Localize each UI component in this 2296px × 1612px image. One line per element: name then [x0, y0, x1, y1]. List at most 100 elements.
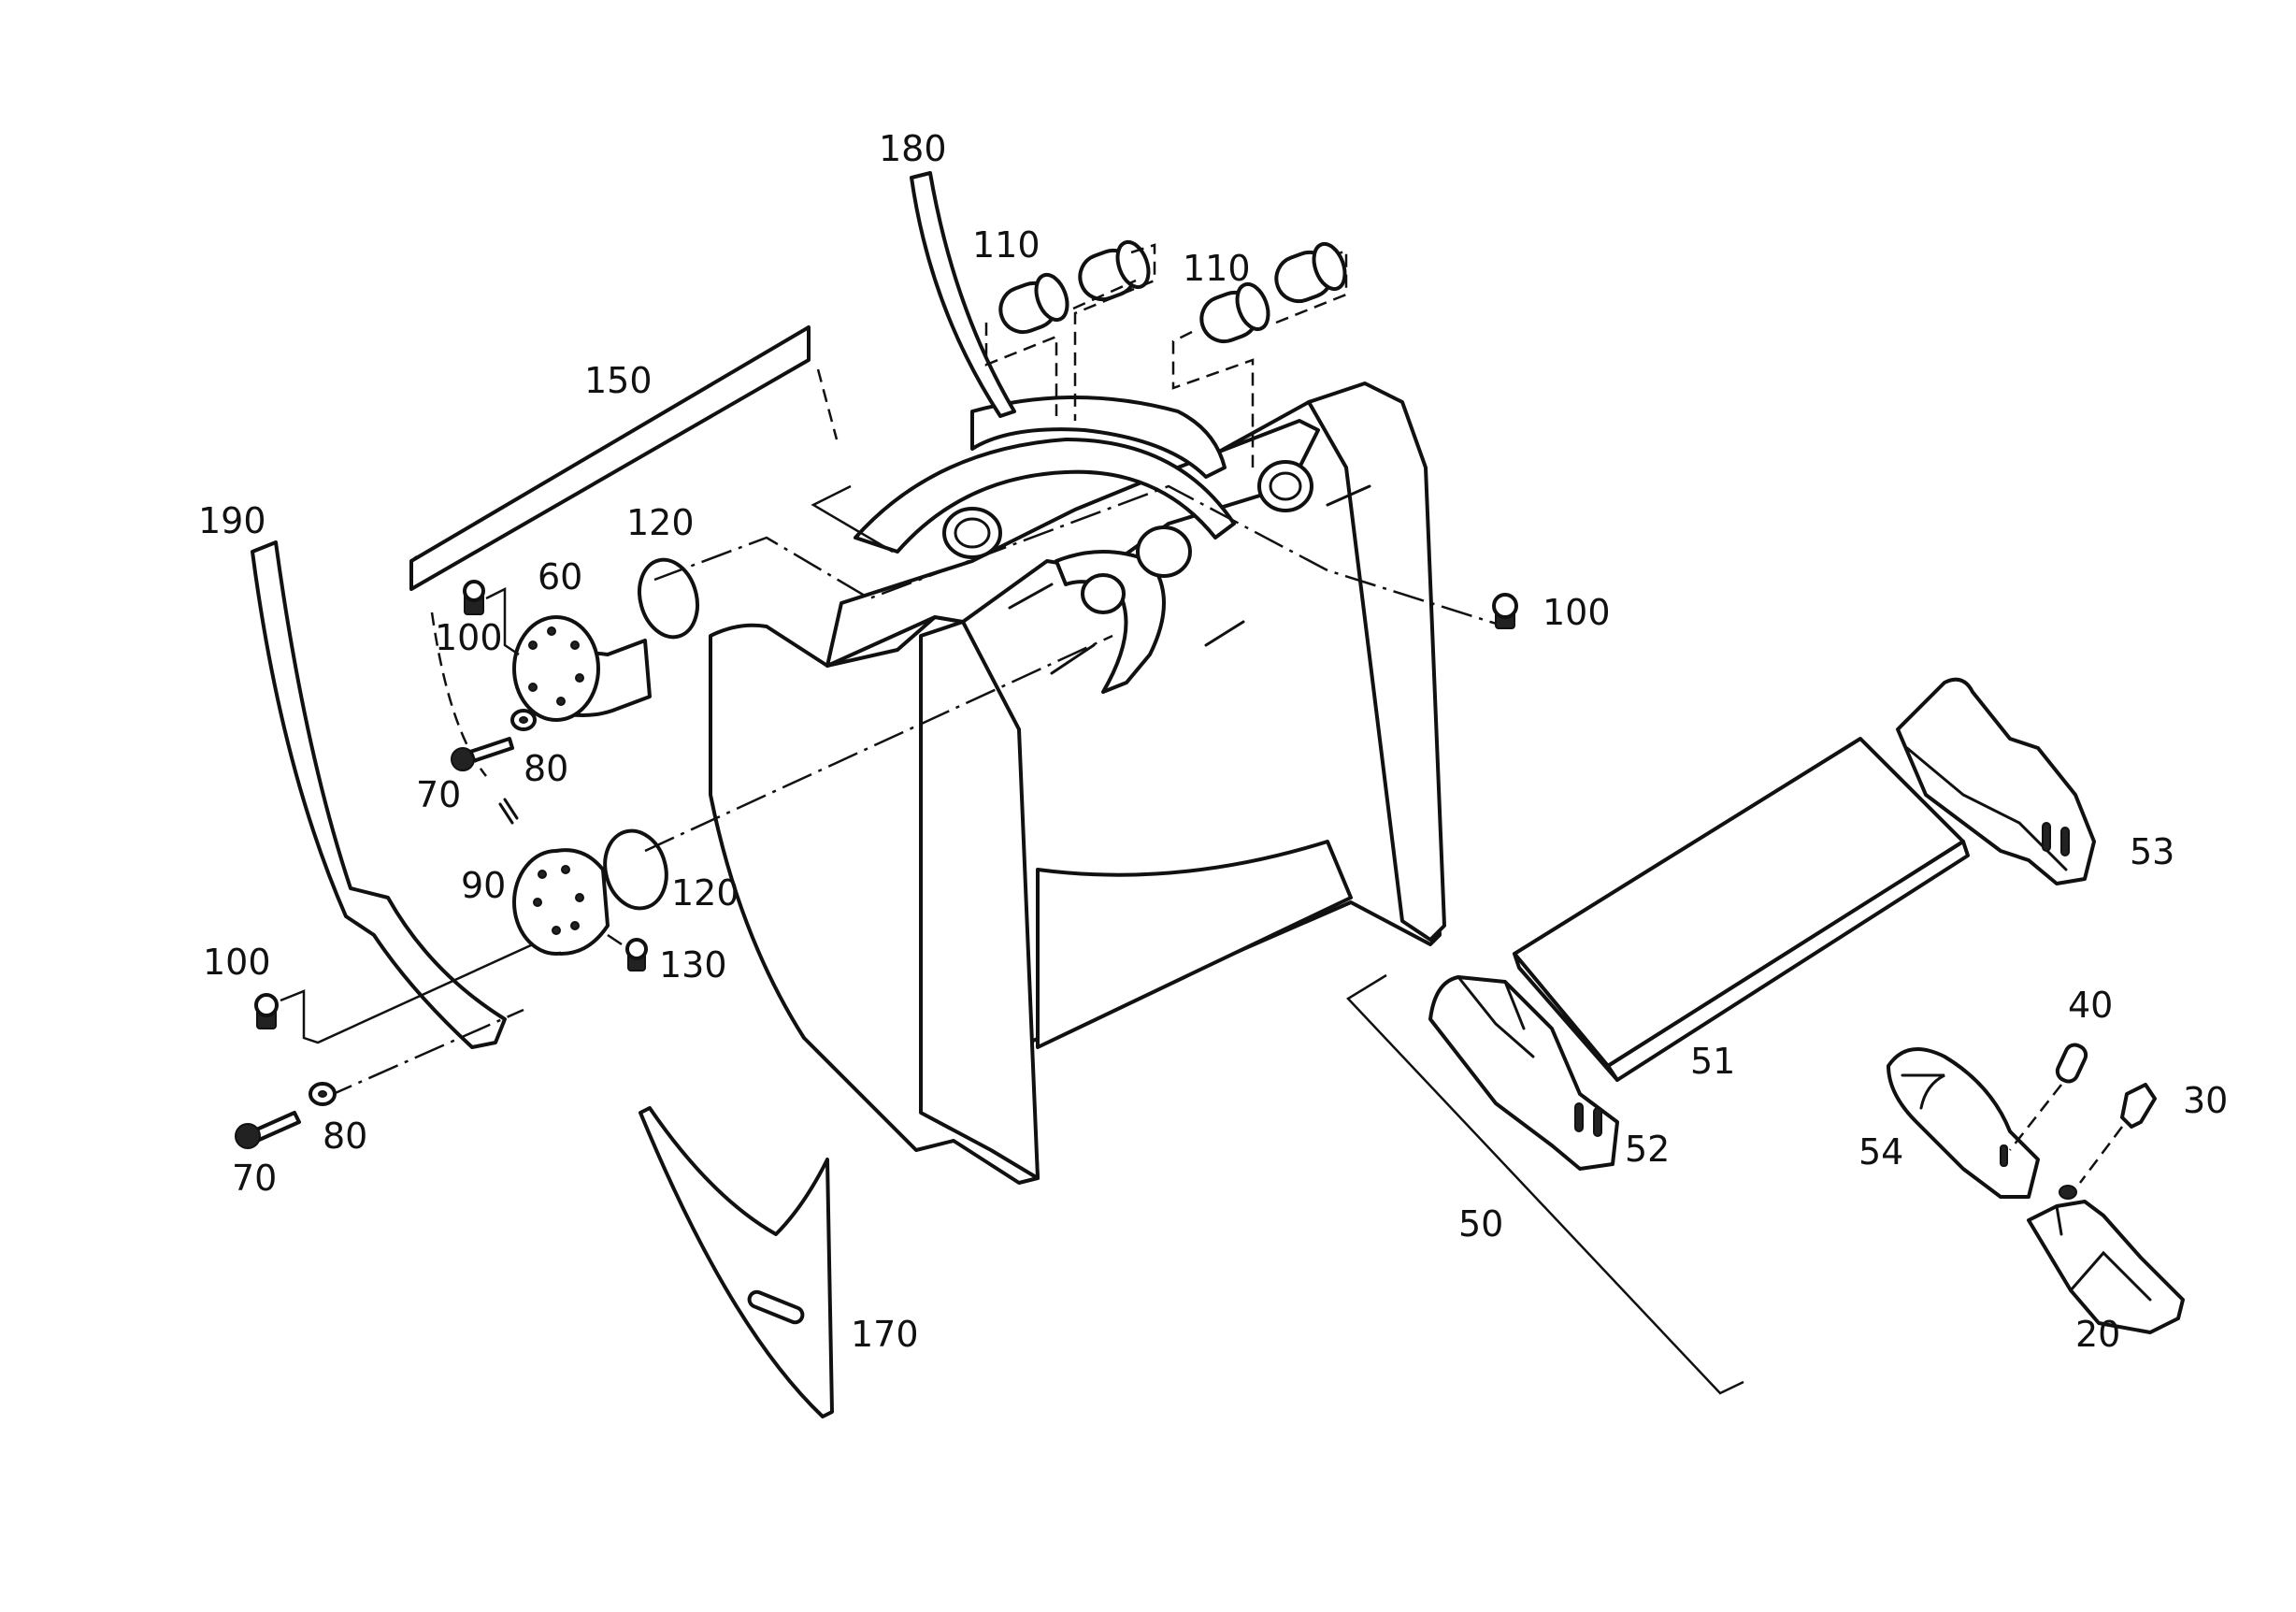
- pin-bore-2: [1136, 525, 1192, 578]
- nipple-100-right: [1492, 593, 1518, 619]
- cap-90-side: [554, 848, 610, 956]
- label-60: 60: [538, 556, 582, 597]
- part-20-shape: [2027, 1200, 2185, 1334]
- lower-pin-assembly: 90 120 130 100 80 70: [203, 634, 1113, 1199]
- part-150-shape: [409, 325, 811, 591]
- part-30-retainer: 30: [2079, 1080, 2228, 1184]
- lower-pin-axis: [322, 634, 1113, 1101]
- label-120-lower: 120: [671, 872, 739, 914]
- label-51: 51: [1690, 1041, 1735, 1082]
- pin-bore-3: [1257, 460, 1313, 512]
- pin-60-hole-4: [575, 673, 584, 683]
- part-51-side: [1606, 840, 1970, 1082]
- part-170-slot: [747, 1289, 805, 1325]
- part-52-adapter: 52: [1428, 975, 1670, 1171]
- part-40-pin: 40: [2009, 985, 2113, 1151]
- label-80-upper: 80: [524, 748, 568, 789]
- bushing-110-left-guides: [984, 243, 1156, 421]
- label-90: 90: [461, 865, 506, 906]
- bushing-110-right-guides: [1171, 249, 1348, 468]
- part-51-edge: 51: [1513, 737, 1970, 1082]
- cap-90-hole-4: [575, 893, 584, 902]
- part-54-slot: [2000, 1144, 2008, 1167]
- label-50: 50: [1458, 1203, 1503, 1245]
- label-70-lower: 70: [232, 1158, 277, 1199]
- part-54-adapter: 54: [1858, 1047, 2040, 1199]
- label-100-upper: 100: [435, 617, 503, 658]
- bushing-110-a1-end: [1034, 272, 1069, 323]
- part-30-guide: [2079, 1126, 2123, 1184]
- part-52-slot-2: [1593, 1107, 1602, 1137]
- cap-90-hole-2: [561, 865, 570, 874]
- label-70-upper: 70: [416, 774, 461, 815]
- bracket-50: [1346, 973, 1744, 1395]
- part-180-strip: 180: [879, 128, 1016, 418]
- label-40: 40: [2068, 985, 2113, 1026]
- bushing-110-b2-end: [1312, 241, 1347, 292]
- part-40-shape: [2055, 1043, 2088, 1084]
- part-170-cutter: 170: [639, 1106, 919, 1418]
- label-170: 170: [851, 1314, 919, 1355]
- part-20-lines: [2055, 1204, 2152, 1302]
- label-130: 130: [659, 944, 727, 986]
- pin-60-hole-5: [556, 697, 566, 706]
- part-100-right: 100: [1492, 592, 1611, 633]
- upper-break-marks: [498, 798, 519, 825]
- part-20-tooth: 20: [2027, 1185, 2185, 1355]
- pin-bore-1: [942, 507, 1002, 559]
- pin-60-hole-1: [528, 640, 538, 650]
- label-180: 180: [879, 128, 947, 169]
- bucket-detail-lines: [1008, 484, 1371, 675]
- label-20: 20: [2075, 1314, 2120, 1355]
- upper-pin-leader: [811, 484, 894, 554]
- part-53-slot-1: [2042, 822, 2051, 852]
- part-52-slot-1: [1574, 1102, 1584, 1132]
- pin-60-hole-6: [528, 683, 538, 692]
- upper-arc-guide: [430, 612, 487, 777]
- washer-80-lower-hole: [318, 1090, 327, 1098]
- part-40-guide: [2009, 1084, 2062, 1151]
- nipple-100-upper-head: [463, 580, 485, 602]
- part-20-hole: [2059, 1185, 2077, 1200]
- label-80-lower: 80: [323, 1115, 367, 1157]
- nipple-100-lower-leader: [280, 943, 534, 1044]
- part-30-shape: [2120, 1083, 2157, 1129]
- label-53: 53: [2130, 831, 2174, 872]
- hinge-lug-top: [970, 396, 1227, 479]
- part-53-slot-2: [2060, 827, 2070, 856]
- pin-bore-4: [1081, 573, 1126, 614]
- part-180-shape: [910, 171, 1016, 418]
- part-54-notch: [1901, 1073, 1945, 1110]
- label-30: 30: [2183, 1080, 2228, 1121]
- part-150-edge: [409, 555, 418, 563]
- oring-120-upper: [638, 557, 699, 640]
- pin-bore-1-inner: [954, 517, 991, 549]
- cap-90-hole-5: [552, 926, 561, 935]
- pin-60-hole-2: [547, 626, 556, 636]
- part-50-group: 50: [1346, 973, 1744, 1395]
- part-190-shape: [251, 540, 507, 1049]
- label-100-right: 100: [1543, 592, 1611, 633]
- part-52-lines: [1457, 975, 1535, 1058]
- part-150-bar: 150: [409, 325, 839, 591]
- label-110-left: 110: [972, 224, 1040, 266]
- part-54-shape: [1887, 1047, 2040, 1199]
- part-150-guide: [816, 368, 839, 440]
- part-53-adapter: 53: [1896, 677, 2174, 885]
- hinge-lug-rear: [854, 438, 1236, 554]
- label-54: 54: [1858, 1131, 1903, 1173]
- cap-90-hole-1: [538, 870, 547, 879]
- label-52: 52: [1625, 1129, 1670, 1170]
- cap-90-hole-6: [570, 921, 580, 930]
- label-190: 190: [198, 500, 266, 541]
- bolt-70-lower-head: [235, 1123, 261, 1149]
- upper-pin-assembly: 60 120 100 80 70: [416, 484, 1506, 825]
- oring-120-lower: [603, 828, 668, 911]
- part-110-bushings-left: 110: [972, 224, 1156, 421]
- cap-90-hole-3: [533, 898, 542, 907]
- nipple-100-lower: [254, 993, 279, 1017]
- bucket-right-side-plate: [1307, 381, 1446, 942]
- pin-60-flange: [512, 615, 600, 722]
- bucket-floor: [1036, 840, 1353, 1049]
